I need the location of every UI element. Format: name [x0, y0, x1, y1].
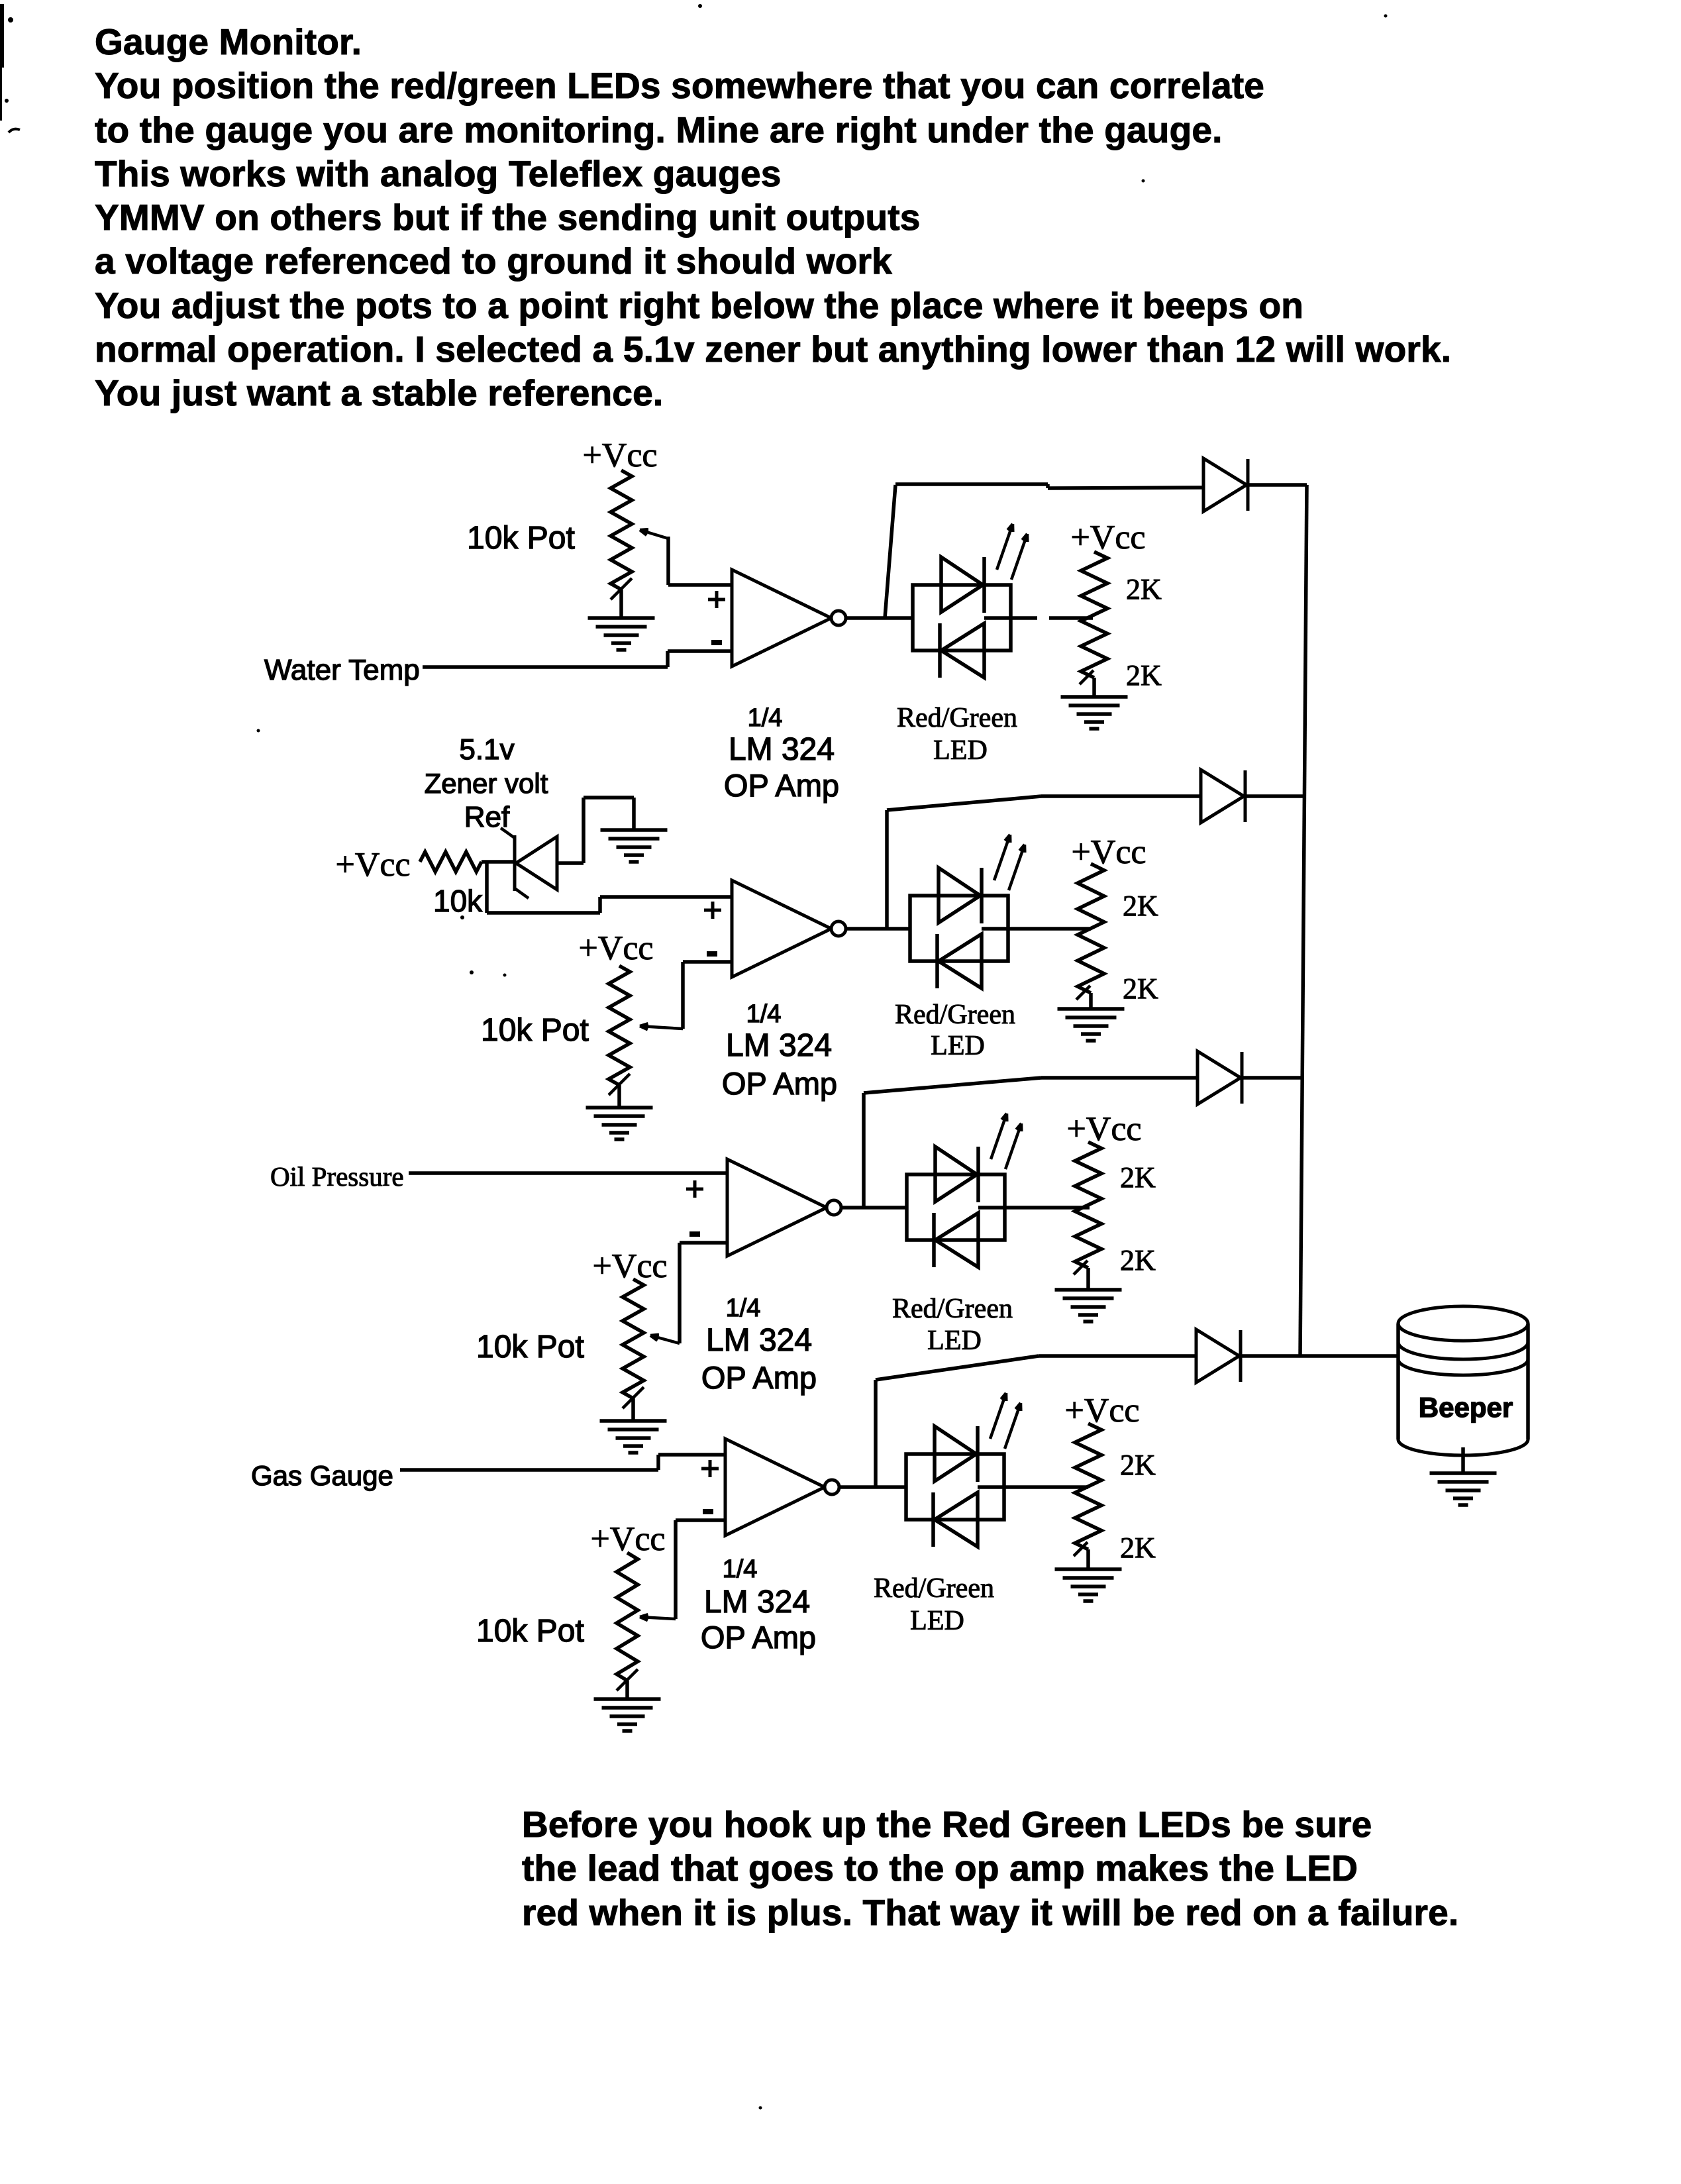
svg-text:Red/Green: Red/Green — [895, 1000, 1015, 1030]
svg-text:10k Pot: 10k Pot — [476, 1614, 584, 1649]
svg-text:Red/Green: Red/Green — [897, 703, 1017, 733]
svg-text:10k Pot: 10k Pot — [481, 1013, 589, 1048]
svg-text:Gas Gauge: Gas Gauge — [251, 1460, 393, 1491]
svg-text:+Vcc: +Vcc — [1064, 1392, 1139, 1430]
svg-text:2K: 2K — [1123, 890, 1158, 922]
svg-text:OP Amp: OP Amp — [701, 1360, 817, 1395]
svg-text:2K: 2K — [1120, 1161, 1156, 1194]
svg-text:1/4: 1/4 — [748, 704, 783, 732]
svg-text:10k: 10k — [433, 884, 483, 918]
svg-text:LM 324: LM 324 — [726, 1028, 832, 1063]
svg-text:LM 324: LM 324 — [706, 1323, 812, 1358]
svg-text:+Vcc: +Vcc — [335, 846, 410, 884]
svg-text:LM 324: LM 324 — [729, 732, 835, 767]
svg-text:Zener volt: Zener volt — [425, 768, 548, 799]
svg-text:2K: 2K — [1126, 659, 1162, 692]
svg-text:2K: 2K — [1120, 1532, 1156, 1564]
svg-text:1/4: 1/4 — [723, 1555, 758, 1583]
svg-text:LED: LED — [927, 1326, 982, 1356]
svg-text:+Vcc: +Vcc — [578, 929, 653, 967]
svg-text:+Vcc: +Vcc — [592, 1247, 667, 1285]
svg-text:LED: LED — [910, 1606, 964, 1636]
svg-text:+Vcc: +Vcc — [1071, 833, 1146, 871]
svg-text:10k Pot: 10k Pot — [476, 1329, 584, 1365]
svg-text:OP Amp: OP Amp — [724, 768, 839, 803]
svg-text:LM 324: LM 324 — [704, 1585, 810, 1620]
svg-text:2K: 2K — [1123, 972, 1158, 1005]
svg-text:10k Pot: 10k Pot — [467, 521, 575, 556]
svg-text:2K: 2K — [1120, 1449, 1156, 1481]
svg-text:1/4: 1/4 — [746, 1000, 782, 1028]
svg-text:OP Amp: OP Amp — [701, 1620, 816, 1655]
svg-text:Red/Green: Red/Green — [892, 1294, 1013, 1324]
svg-text:2K: 2K — [1126, 573, 1162, 605]
svg-text:LED: LED — [933, 735, 988, 766]
svg-text:LED: LED — [931, 1031, 985, 1061]
svg-text:Water Temp: Water Temp — [264, 654, 420, 686]
svg-text:Beeper: Beeper — [1419, 1392, 1513, 1423]
svg-text:+Vcc: +Vcc — [1066, 1110, 1141, 1148]
svg-text:+Vcc: +Vcc — [1070, 519, 1145, 556]
svg-text:Oil Pressure: Oil Pressure — [270, 1161, 404, 1192]
svg-text:2K: 2K — [1120, 1244, 1156, 1276]
svg-text:1/4: 1/4 — [726, 1294, 761, 1322]
svg-text:+Vcc: +Vcc — [582, 437, 657, 474]
svg-text:5.1v: 5.1v — [459, 733, 514, 766]
svg-text:OP Amp: OP Amp — [722, 1066, 837, 1101]
svg-text:Red/Green: Red/Green — [874, 1573, 994, 1604]
